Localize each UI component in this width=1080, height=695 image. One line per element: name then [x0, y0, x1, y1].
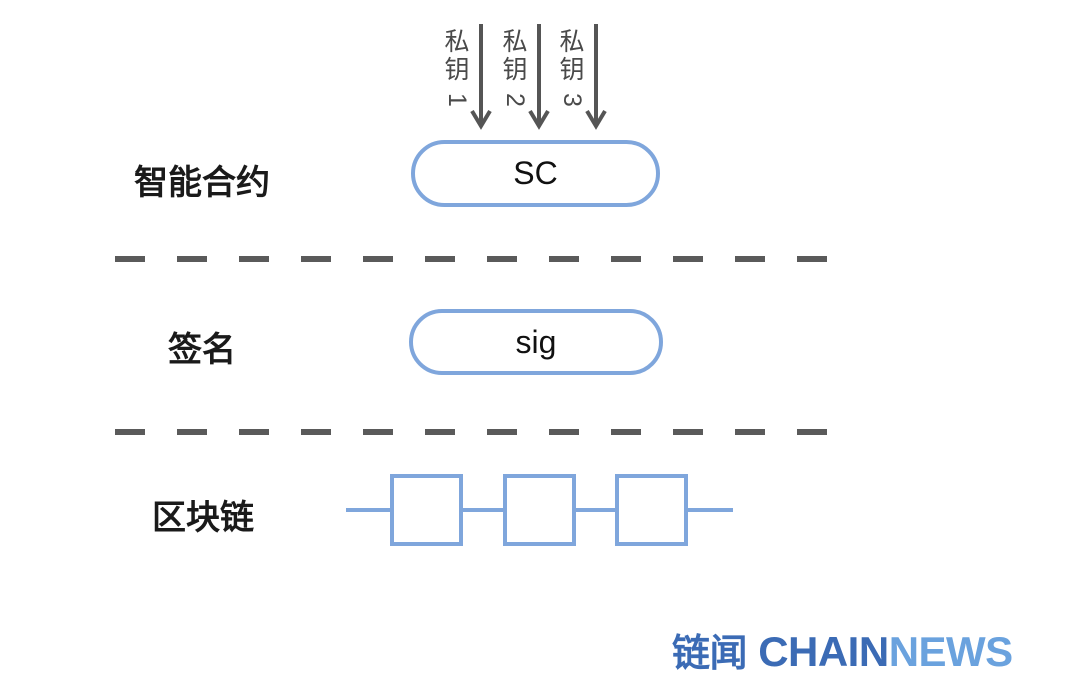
smart-contract-pill: SC: [411, 140, 660, 207]
arrowhead-key-3: [585, 109, 607, 130]
private-key-label-3: 私钥 3: [558, 27, 586, 114]
label-smart-contract: 智能合约: [134, 163, 270, 203]
chainnews-logo: 链闻 CHAINNEWS: [672, 622, 1013, 677]
signature-pill: sig: [409, 309, 663, 375]
block-2: [503, 474, 576, 546]
blockchain-graphic: [346, 474, 733, 546]
key-arrows: [470, 24, 607, 130]
label-blockchain: 区块链: [152, 498, 254, 538]
brand-cn-text: 链闻: [672, 631, 748, 675]
arrowhead-key-2: [528, 109, 550, 130]
arrowhead-key-1: [470, 109, 492, 130]
block-1: [390, 474, 463, 546]
private-key-text-1: 私钥: [444, 27, 470, 84]
label-signature: 签名: [168, 330, 236, 370]
private-key-label-1: 私钥 1: [443, 27, 471, 114]
block-3: [615, 474, 688, 546]
private-key-label-2: 私钥 2: [501, 27, 529, 114]
brand-news-text: NEWS: [888, 628, 1014, 675]
private-key-text-2: 私钥: [502, 27, 528, 84]
brand-chain-text: CHAIN: [758, 628, 889, 675]
private-key-text-3: 私钥: [559, 27, 585, 84]
